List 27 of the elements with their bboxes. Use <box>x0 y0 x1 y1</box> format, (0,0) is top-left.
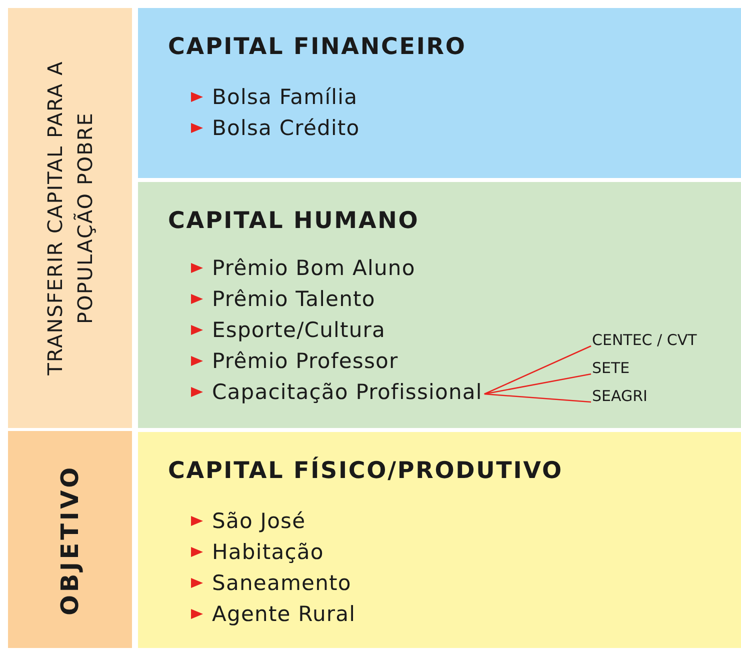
panel-heading: CAPITAL FÍSICO/PRODUTIVO <box>168 456 563 486</box>
band-label: TRANSFERIR CAPITAL PARA A POPULAÇÃO POBRE <box>42 60 98 378</box>
category-panel <box>138 182 741 428</box>
panel-heading: CAPITAL FINANCEIRO <box>168 33 466 62</box>
list-item: São José <box>212 507 306 535</box>
list-item: Habitação <box>212 538 324 566</box>
band-label: OBJETIVO <box>55 464 85 615</box>
connector-line <box>484 345 592 395</box>
side-band <box>8 8 132 428</box>
list-item: Prêmio Talento <box>212 285 376 313</box>
list-item: Agente Rural <box>212 600 356 628</box>
agency-label: CENTEC / CVT <box>592 329 697 351</box>
connector-line <box>484 393 592 403</box>
list-item: Prêmio Bom Aluno <box>212 254 416 282</box>
list-item: Prêmio Professor <box>212 347 398 375</box>
agency-label: SETE <box>592 357 630 379</box>
list-item: Capacitação Profissional <box>212 378 482 406</box>
list-item: Bolsa Família <box>212 83 358 111</box>
category-panel <box>138 432 741 648</box>
category-panel <box>138 8 741 178</box>
side-band <box>8 431 132 648</box>
list-item: Bolsa Crédito <box>212 114 360 142</box>
list-item: Esporte/Cultura <box>212 316 386 344</box>
list-item: Saneamento <box>212 569 352 597</box>
panel-heading: CAPITAL HUMANO <box>168 207 420 236</box>
agency-label: SEAGRI <box>592 385 648 407</box>
connector-line <box>484 373 592 395</box>
